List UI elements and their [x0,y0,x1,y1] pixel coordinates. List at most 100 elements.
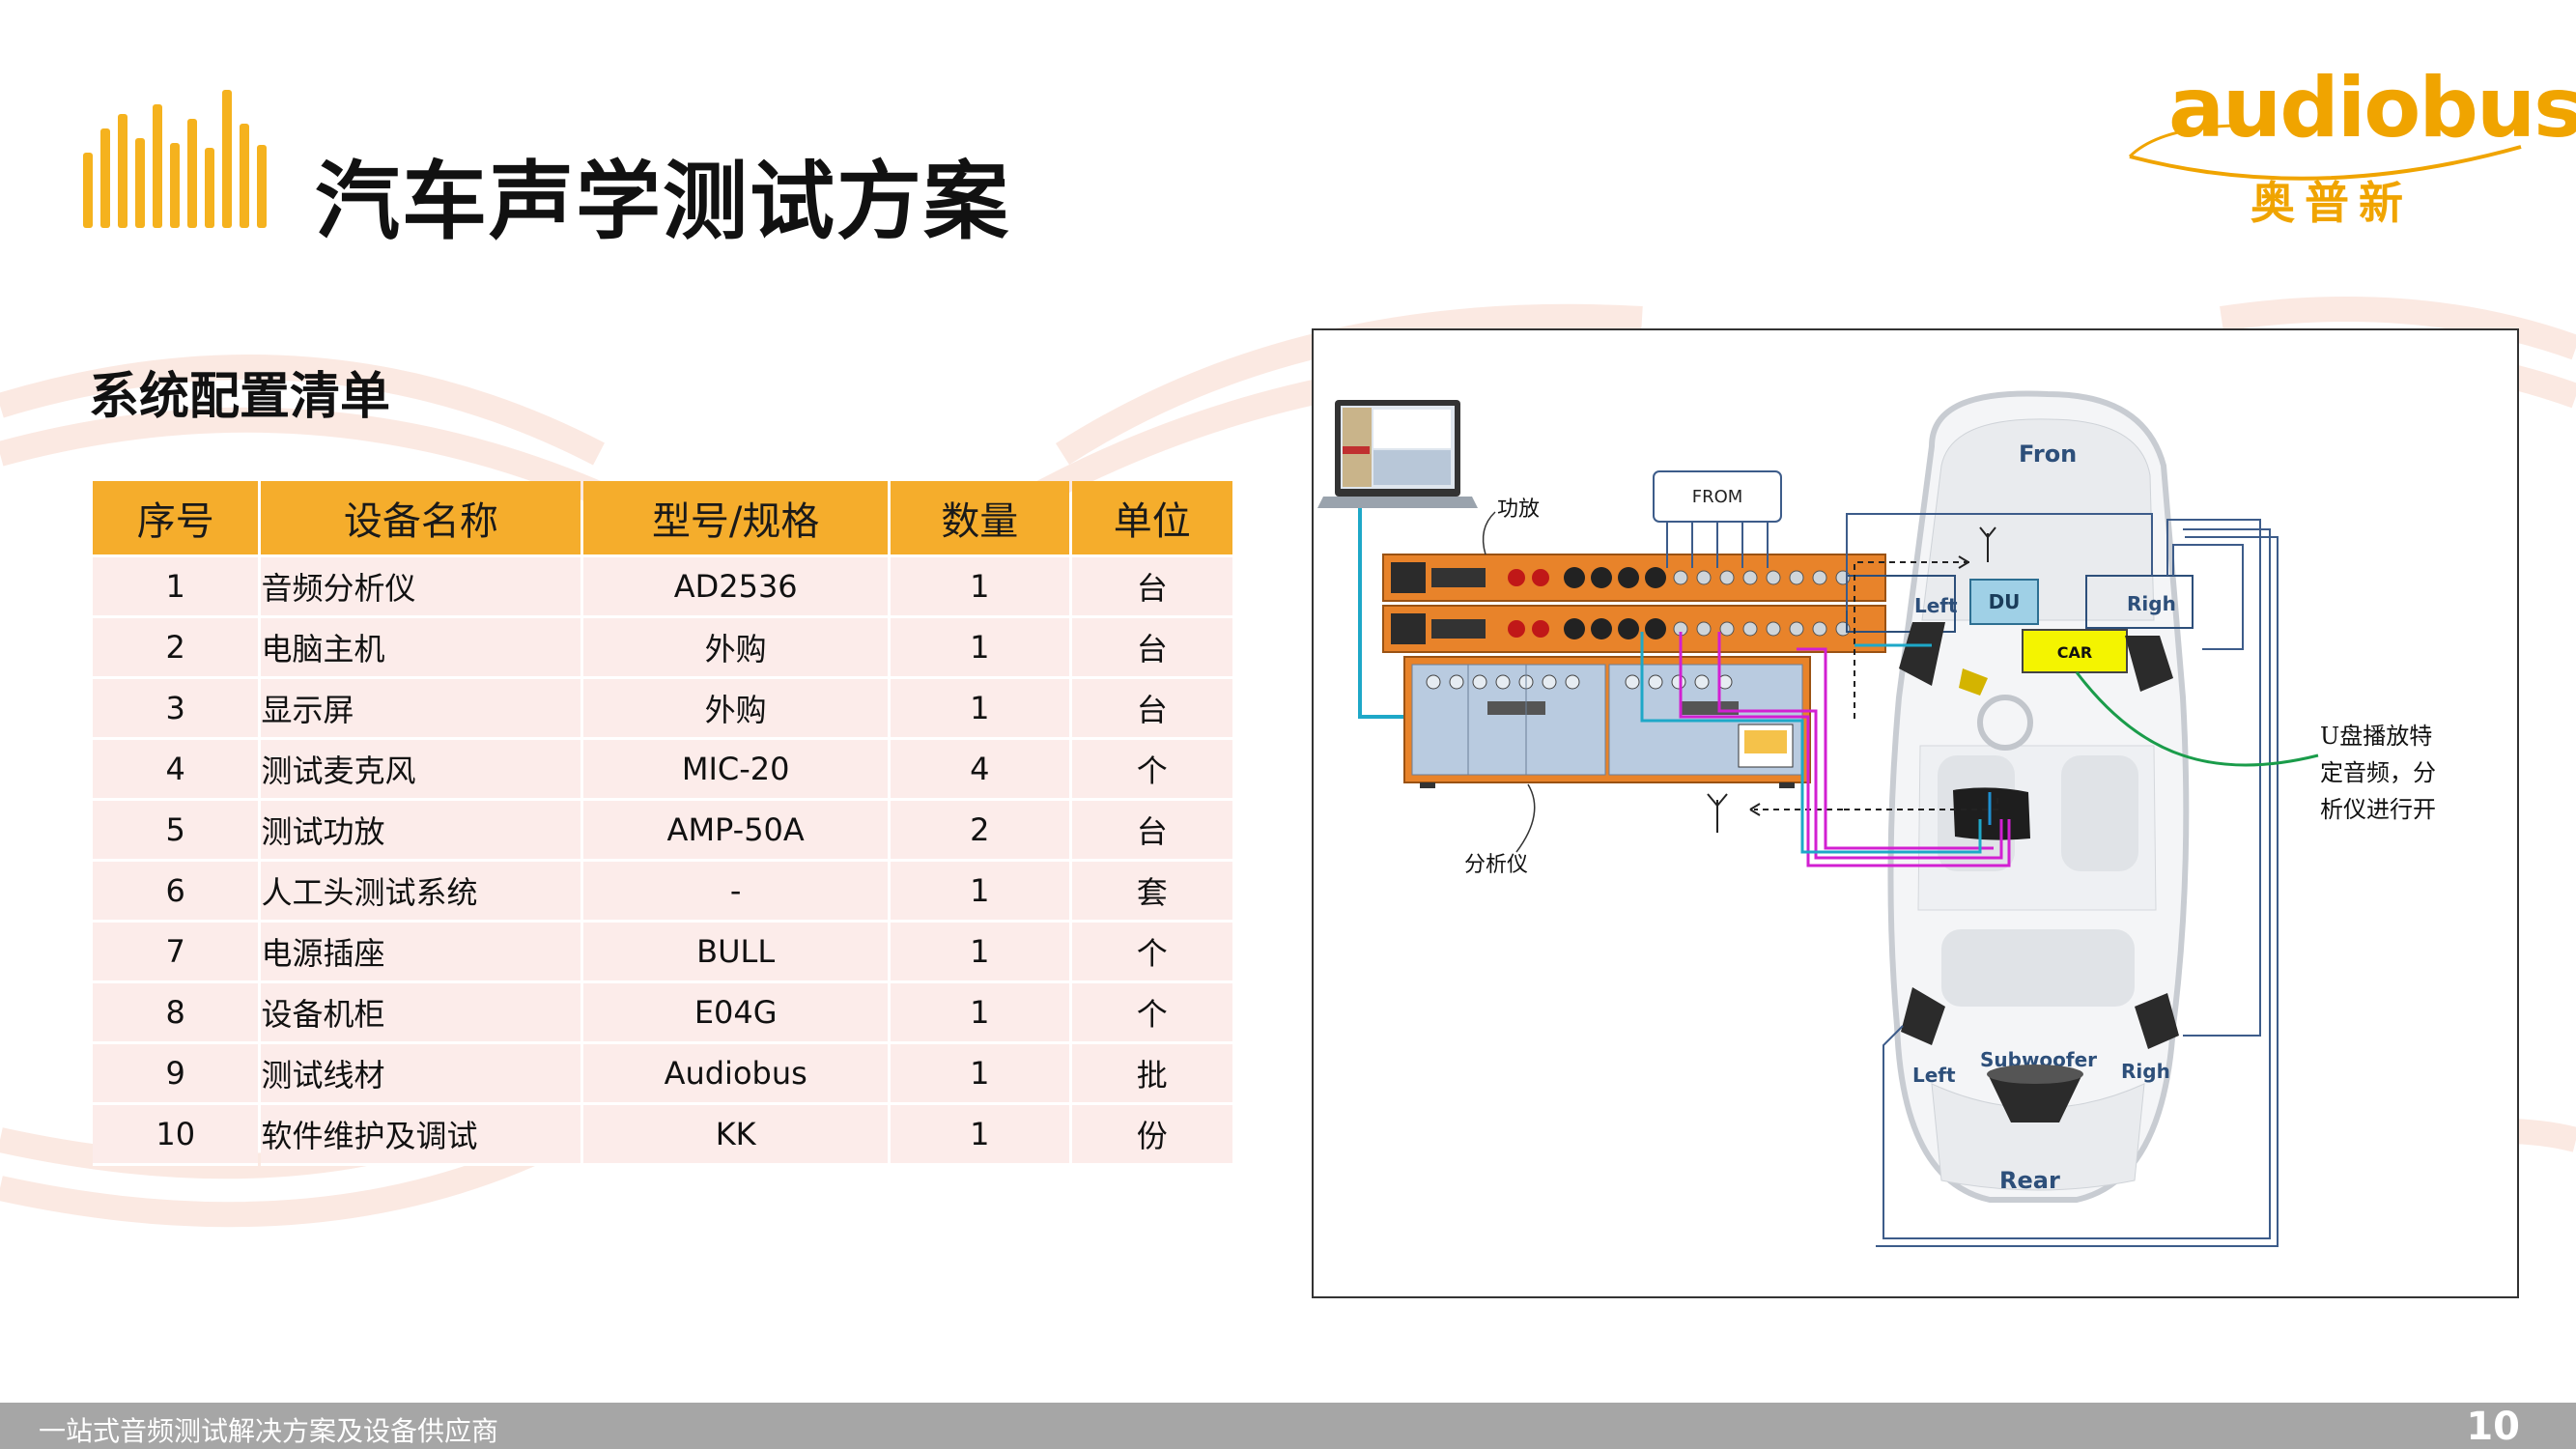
cell-model: MIC-20 [583,740,889,801]
footer-bar: 一站式音频测试解决方案及设备供应商 10 [0,1403,2576,1449]
header-model: 型号/规格 [583,481,889,557]
front-right-speaker-icon [2125,636,2173,692]
cell-name: 显示屏 [261,679,581,740]
note-line-3: 析仪进行开 [2320,796,2436,823]
rear-left-speaker-icon [1901,987,1945,1045]
cell-no: 7 [93,923,259,983]
cell-model: BULL [583,923,889,983]
rear-right-label: Righ [2121,1060,2170,1083]
cell-qty: 1 [891,1105,1069,1166]
cell-qty: 1 [891,862,1069,923]
table-header-row: 序号 设备名称 型号/规格 数量 单位 [93,481,1232,557]
cell-name: 人工头测试系统 [261,862,581,923]
brand-cn-name: 奥普新 [2250,177,2413,229]
brand-swoosh-icon [2128,124,2522,181]
front-label: Fron [2019,440,2077,468]
cell-no: 6 [93,862,259,923]
cell-no: 4 [93,740,259,801]
cell-name: 电源插座 [261,923,581,983]
brand-name: audiobus [2168,60,2576,156]
cell-unit: 批 [1071,1044,1232,1105]
page-title: 汽车声学测试方案 [315,152,1011,251]
cell-model: AD2536 [583,557,889,618]
amplifier-1 [1382,554,1886,602]
cell-name: 测试功放 [261,801,581,862]
front-left-speaker-icon [1899,622,1945,686]
cell-qty: 1 [891,618,1069,679]
cell-name: 测试线材 [261,1044,581,1105]
page-number: 10 [2466,1405,2520,1449]
cell-unit: 台 [1071,557,1232,618]
tweeter-icon [1959,668,1988,696]
cell-qty: 4 [891,740,1069,801]
cell-qty: 2 [891,801,1069,862]
cell-model: E04G [583,983,889,1044]
cell-unit: 台 [1071,618,1232,679]
amp-label: 功放 [1497,497,1540,522]
cell-name: 软件维护及调试 [261,1105,581,1166]
cell-qty: 1 [891,983,1069,1044]
cell-unit: 台 [1071,679,1232,740]
diagram-canvas: 功放 分析仪 FROM Fron Rear DU CAR [1317,390,2436,1247]
header-name: 设备名称 [261,481,581,557]
laptop-icon [1317,400,1478,508]
cell-qty: 1 [891,923,1069,983]
cell-model: 外购 [583,618,889,679]
rear-label: Rear [1999,1167,2060,1194]
header-no: 序号 [93,481,259,557]
cell-name: 音频分析仪 [261,557,581,618]
analyzer-label: 分析仪 [1464,853,1528,877]
section-title: 系统配置清单 [89,368,391,426]
cell-model: Audiobus [583,1044,889,1105]
cell-unit: 个 [1071,923,1232,983]
cell-model: AMP-50A [583,801,889,862]
system-diagram: 功放 分析仪 FROM Fron Rear DU CAR [1312,328,2519,1298]
note-line-2: 定音频，分 [2320,759,2436,786]
cell-no: 9 [93,1044,259,1105]
cell-model: KK [583,1105,889,1166]
note-line-1: U盘播放特 [2320,723,2432,750]
header-qty: 数量 [891,481,1069,557]
cell-name: 电脑主机 [261,618,581,679]
subwoofer-icon [1988,1074,2082,1122]
front-right-label: Righ [2127,592,2176,615]
cell-model: - [583,862,889,923]
cell-no: 8 [93,983,259,1044]
cell-unit: 台 [1071,801,1232,862]
cell-no: 5 [93,801,259,862]
car-box [2022,629,2128,673]
car-top-view [1887,390,2190,1203]
cell-unit: 套 [1071,862,1232,923]
cell-qty: 1 [891,1044,1069,1105]
front-left-label: Left [1914,594,1958,617]
cell-no: 1 [93,557,259,618]
cell-qty: 1 [891,679,1069,740]
cell-unit: 份 [1071,1105,1232,1166]
header-unit: 单位 [1071,481,1232,557]
cell-qty: 1 [891,557,1069,618]
brand-logo: audiobus 奥普新 [2120,60,2576,234]
cell-no: 3 [93,679,259,740]
car-label: CAR [2057,643,2092,662]
sound-bars-logo-icon [83,90,267,228]
amplifier-2 [1382,605,1886,653]
rear-right-speaker-icon [2135,993,2179,1049]
cell-no: 10 [93,1105,259,1166]
cell-name: 测试麦克风 [261,740,581,801]
artificial-head-icon [1953,787,2030,840]
rear-left-label: Left [1912,1064,1956,1087]
cell-no: 2 [93,618,259,679]
cell-unit: 个 [1071,983,1232,1044]
cell-model: 外购 [583,679,889,740]
